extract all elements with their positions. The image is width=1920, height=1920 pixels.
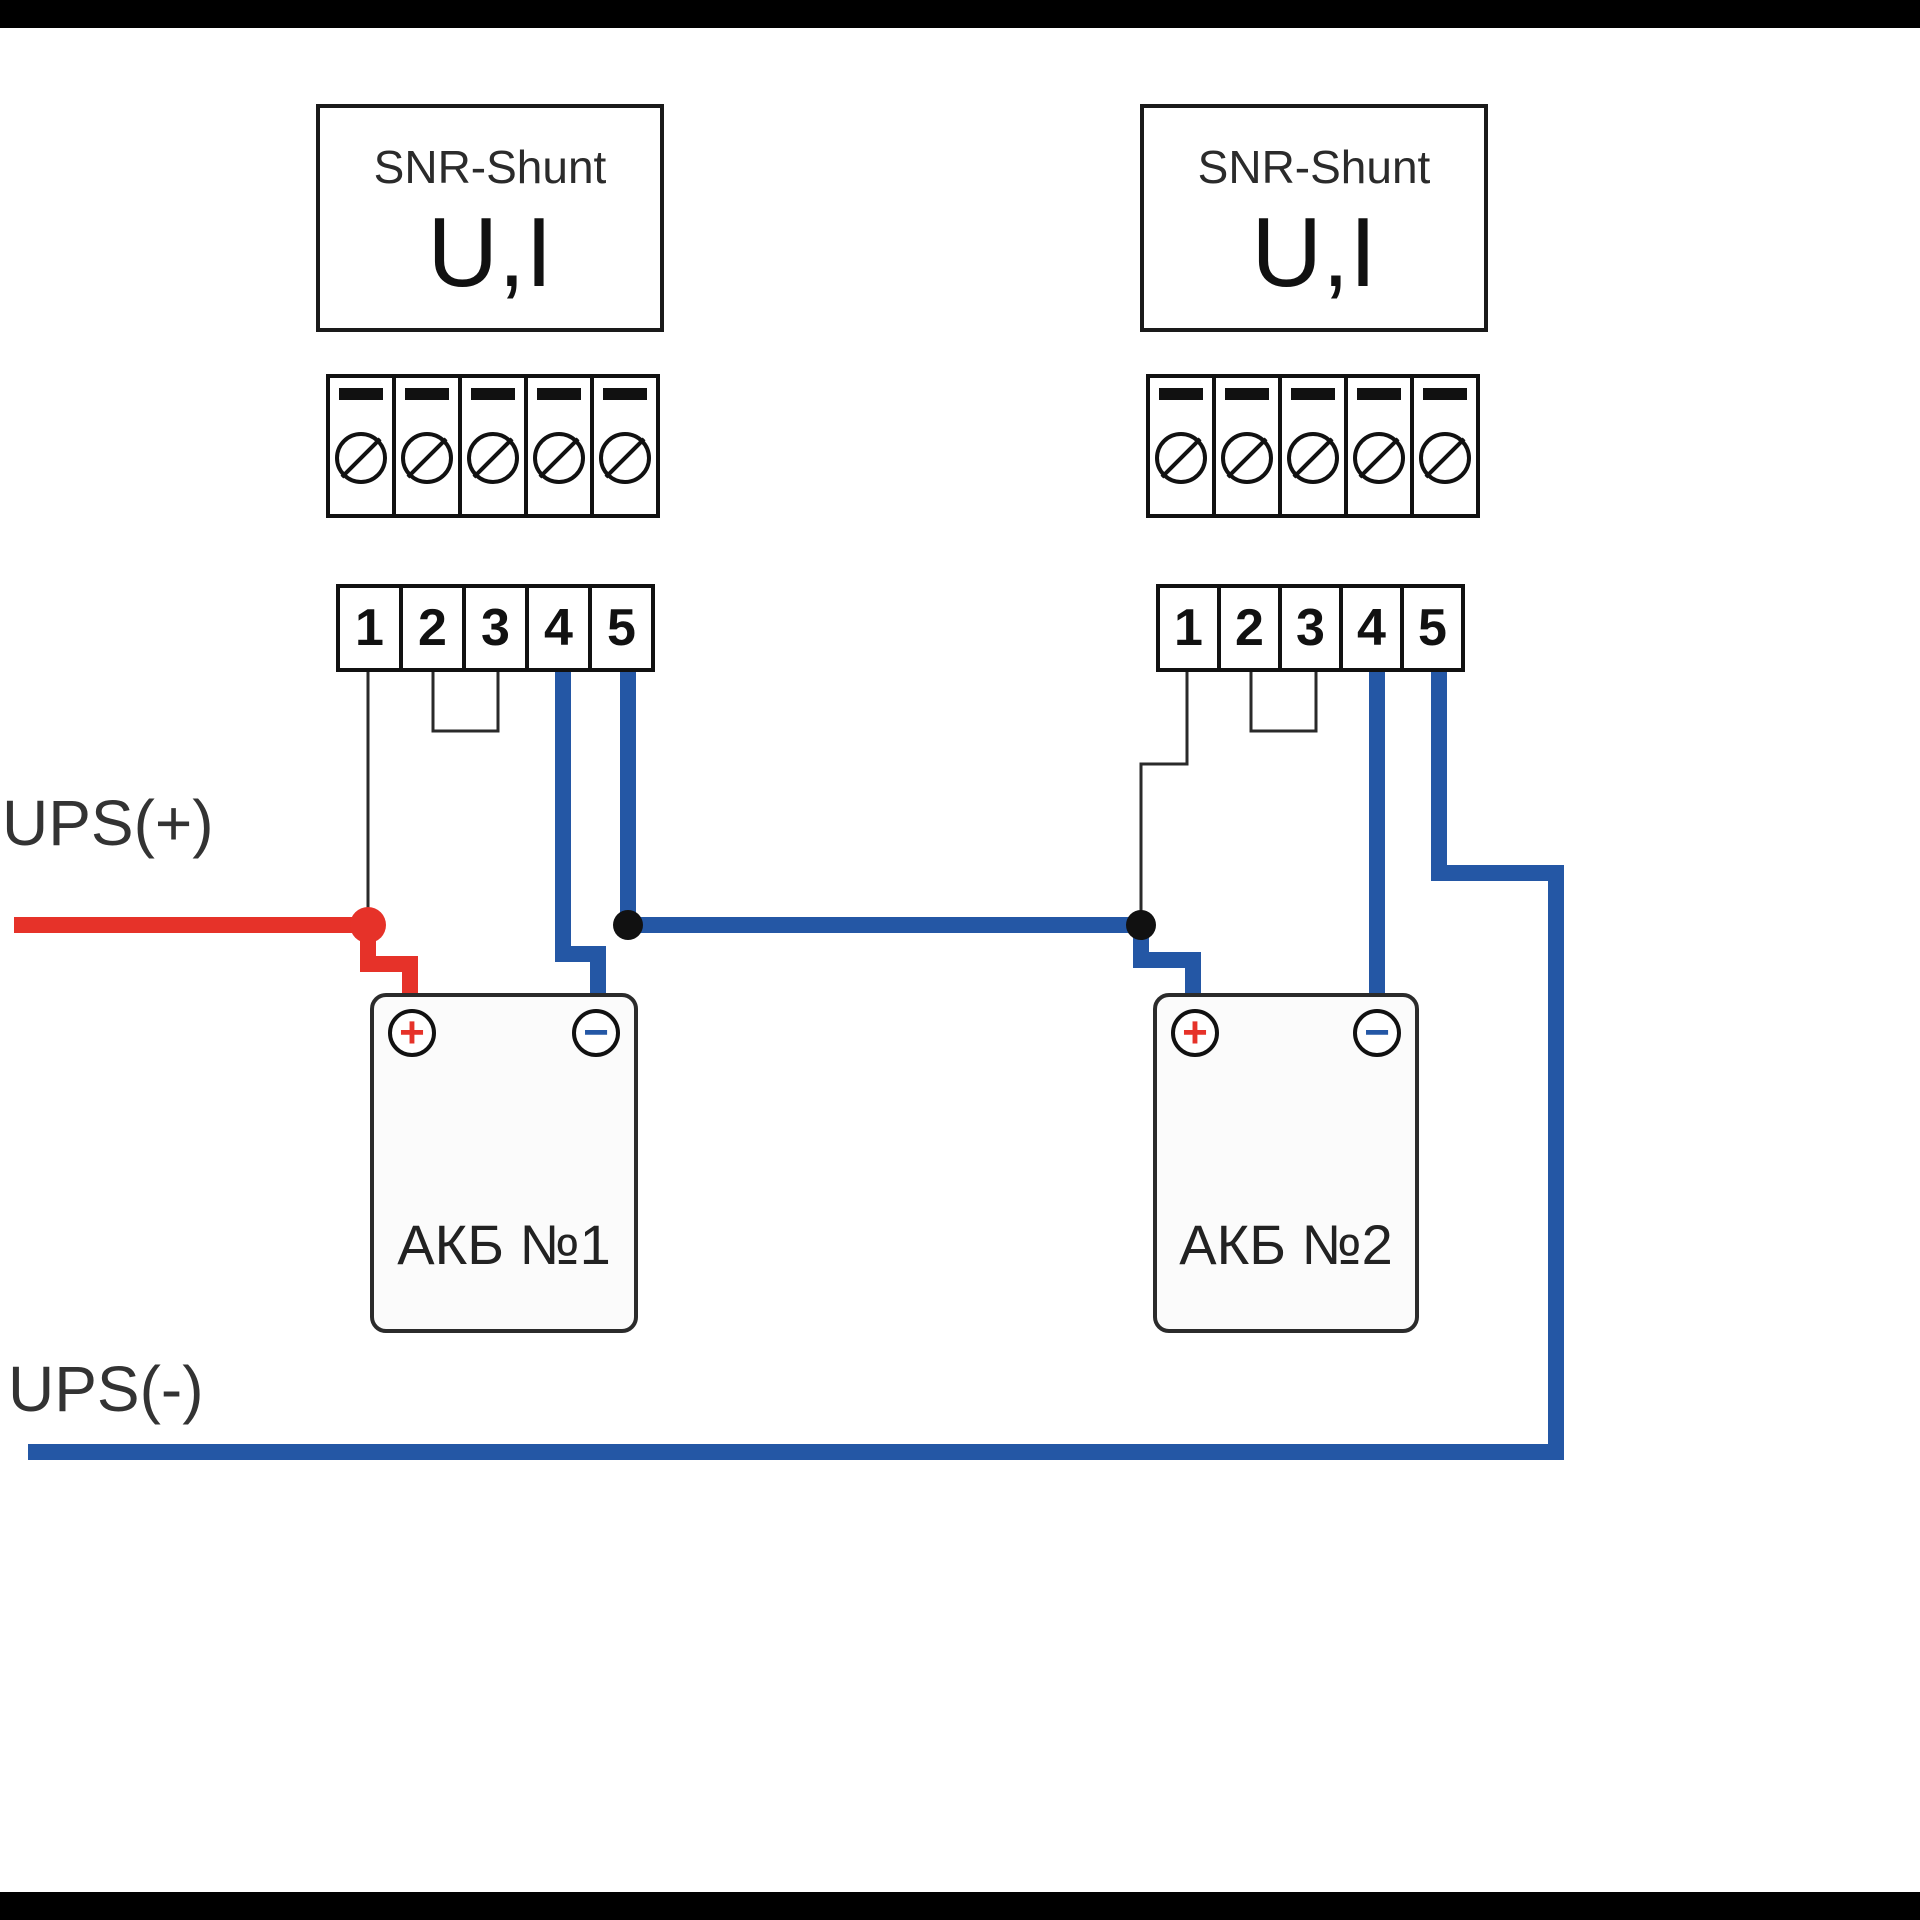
battery2-minus-terminal-icon: − bbox=[1353, 1009, 1401, 1057]
terminal-dash-icon bbox=[471, 388, 515, 400]
junction-dot-right bbox=[1126, 910, 1156, 940]
screw-terminal-icon bbox=[1146, 374, 1216, 518]
bottom-letterbox-bar bbox=[0, 1892, 1920, 1920]
terminal-number: 3 bbox=[1278, 584, 1343, 672]
terminal-number: 2 bbox=[399, 584, 466, 672]
screw-head-icon bbox=[401, 432, 453, 484]
screw-head-icon bbox=[335, 432, 387, 484]
terminal-number: 5 bbox=[588, 584, 655, 672]
minus-symbol: − bbox=[583, 1008, 609, 1057]
minus-symbol: − bbox=[1364, 1008, 1390, 1057]
shunt2-subtitle: U,I bbox=[1251, 197, 1377, 307]
terminal-dash-icon bbox=[603, 388, 647, 400]
terminal-number: 5 bbox=[1400, 584, 1465, 672]
battery-2: + − АКБ №2 bbox=[1153, 993, 1419, 1333]
screw-terminal-icon bbox=[524, 374, 594, 518]
junction-dot-left bbox=[613, 910, 643, 940]
ups-plus-label: UPS(+) bbox=[2, 787, 214, 859]
top-letterbox-bar bbox=[0, 0, 1920, 28]
terminal-number: 1 bbox=[1156, 584, 1221, 672]
wire-bus-to-battery2-plus bbox=[1133, 918, 1201, 998]
screw-terminal-icon bbox=[326, 374, 396, 518]
terminal-dash-icon bbox=[405, 388, 449, 400]
terminal-number: 1 bbox=[336, 584, 403, 672]
shunt2-title: SNR-Shunt bbox=[1197, 141, 1431, 193]
wire-shunt2-jumper-2-3 bbox=[1249, 670, 1318, 733]
terminal-dash-icon bbox=[1225, 388, 1269, 400]
screw-terminal-icon bbox=[1410, 374, 1480, 518]
wire-shunt1-jumper-2-3 bbox=[431, 670, 500, 733]
plus-symbol: + bbox=[399, 1008, 425, 1057]
shunt-box-1: SNR-Shunt U,I bbox=[316, 104, 664, 332]
wire-red-to-battery1-plus bbox=[360, 918, 418, 998]
terminal-dash-icon bbox=[1291, 388, 1335, 400]
terminal-numbers-2: 1 2 3 4 5 bbox=[1156, 584, 1465, 672]
screw-head-icon bbox=[533, 432, 585, 484]
wire-shunt1-t4-to-battery1-minus bbox=[555, 670, 606, 998]
terminal-block-2 bbox=[1146, 374, 1480, 518]
terminal-number: 3 bbox=[462, 584, 529, 672]
ups-minus-label: UPS(-) bbox=[8, 1353, 204, 1425]
screw-terminal-icon bbox=[590, 374, 660, 518]
battery1-plus-terminal-icon: + bbox=[388, 1009, 436, 1057]
screw-head-icon bbox=[1287, 432, 1339, 484]
terminal-dash-icon bbox=[1159, 388, 1203, 400]
shunt-box-2: SNR-Shunt U,I bbox=[1140, 104, 1488, 332]
screw-terminal-icon bbox=[1278, 374, 1348, 518]
battery2-label: АКБ №2 bbox=[1179, 1213, 1393, 1276]
wire-shunt2-terminal1 bbox=[1139, 670, 1189, 921]
screw-head-icon bbox=[467, 432, 519, 484]
plus-symbol: + bbox=[1182, 1008, 1208, 1057]
terminal-dash-icon bbox=[1357, 388, 1401, 400]
screw-terminal-icon bbox=[1212, 374, 1282, 518]
terminal-dash-icon bbox=[1423, 388, 1467, 400]
screw-head-icon bbox=[599, 432, 651, 484]
junction-dot-red bbox=[350, 907, 386, 943]
battery1-minus-terminal-icon: − bbox=[572, 1009, 620, 1057]
screw-terminal-icon bbox=[392, 374, 462, 518]
terminal-number: 4 bbox=[525, 584, 592, 672]
terminal-dash-icon bbox=[537, 388, 581, 400]
battery2-plus-terminal-icon: + bbox=[1171, 1009, 1219, 1057]
terminal-block-1 bbox=[326, 374, 660, 518]
screw-terminal-icon bbox=[1344, 374, 1414, 518]
terminal-dash-icon bbox=[339, 388, 383, 400]
terminal-number: 4 bbox=[1339, 584, 1404, 672]
shunt1-title: SNR-Shunt bbox=[373, 141, 607, 193]
battery1-label: АКБ №1 bbox=[397, 1213, 611, 1276]
terminal-numbers-1: 1 2 3 4 5 bbox=[336, 584, 655, 672]
terminal-number: 2 bbox=[1217, 584, 1282, 672]
screw-head-icon bbox=[1155, 432, 1207, 484]
screw-head-icon bbox=[1221, 432, 1273, 484]
wire-shunt1-t5-series-bus bbox=[620, 670, 1141, 933]
shunt1-subtitle: U,I bbox=[427, 197, 553, 307]
screw-terminal-icon bbox=[458, 374, 528, 518]
battery-1: + − АКБ №1 bbox=[370, 993, 638, 1333]
screw-head-icon bbox=[1353, 432, 1405, 484]
screw-head-icon bbox=[1419, 432, 1471, 484]
